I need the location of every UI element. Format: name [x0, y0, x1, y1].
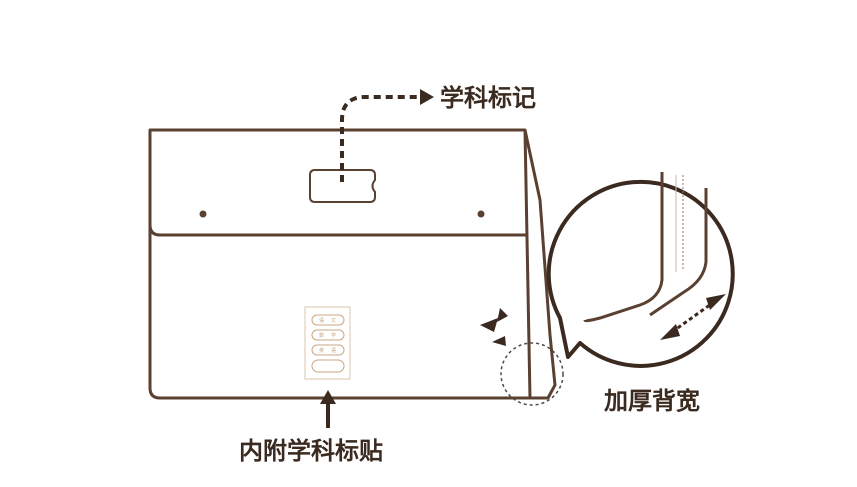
- emphasis-marks-icon: [480, 308, 508, 346]
- thick-back-detail: [583, 172, 708, 323]
- arrow-head-icon: [420, 89, 434, 105]
- sticker-row-1-b: 文: [331, 317, 336, 324]
- subject-sticker-sheet: 语 文 数 学 英 语: [304, 306, 351, 380]
- subject-label-slot: [309, 169, 376, 203]
- subject-mark-label: 学科标记: [440, 84, 536, 112]
- snap-button-left: [199, 210, 207, 218]
- sticker-row-2-b: 学: [331, 332, 336, 339]
- inner-sticker-label: 内附学科标贴: [239, 437, 383, 465]
- snap-button-right: [477, 210, 485, 218]
- thickness-double-arrow-icon: [660, 294, 726, 340]
- folder-side-depth: [523, 129, 557, 400]
- subject-mark-pointer: [340, 95, 425, 182]
- sticker-row-1-a: 语: [319, 317, 324, 324]
- sticker-row-3-a: 英: [319, 347, 324, 354]
- sticker-row-3-b: 语: [331, 347, 336, 354]
- folder-body: [148, 128, 532, 400]
- thick-back-label: 加厚背宽: [604, 387, 700, 415]
- sticker-row-2-a: 数: [319, 332, 324, 339]
- corner-highlight-circle: [500, 342, 564, 406]
- folder-flap-edge: [148, 224, 528, 237]
- arrow-up-icon: [320, 390, 336, 404]
